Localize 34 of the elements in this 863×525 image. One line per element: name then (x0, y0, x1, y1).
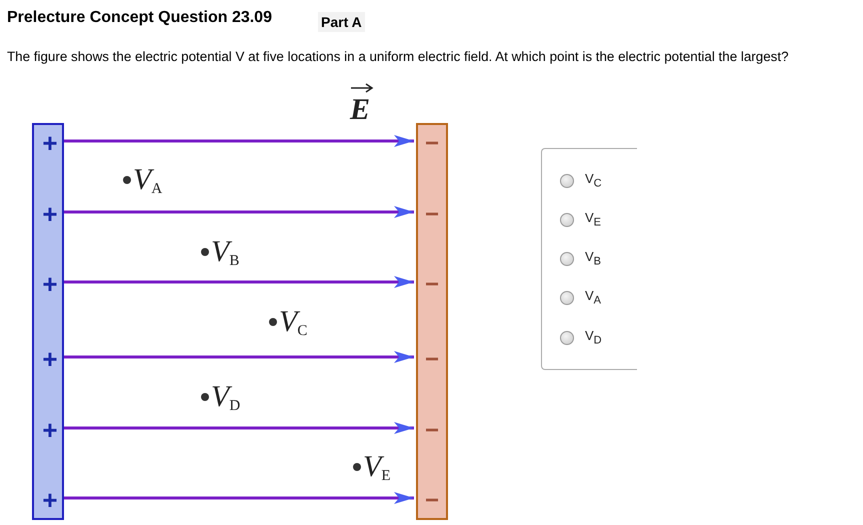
option-label: V$_{C}$ (585, 171, 602, 190)
field-line-arrow (64, 135, 414, 147)
minus-sign: − (424, 486, 440, 516)
plus-sign: + (41, 269, 59, 299)
plus-sign: + (41, 199, 59, 229)
plus-sign: + (41, 344, 59, 374)
question-text: The figure shows the electric potential V at five locations in a uniform electric field. At which point is the electric potential the largest? (7, 49, 789, 64)
field-line-arrow (64, 351, 414, 363)
option-label: V$_{E}$ (585, 210, 602, 229)
minus-sign: − (424, 345, 440, 375)
point-label: V$_{D}$ (211, 382, 240, 414)
point-label: V$_{A}$ (133, 165, 162, 197)
field-line-arrow (64, 422, 414, 434)
minus-sign: − (424, 129, 440, 159)
minus-sign: − (424, 200, 440, 230)
plus-sign: + (41, 415, 59, 445)
page-title: Prelecture Concept Question 23.09 (7, 9, 272, 27)
charged-plate (416, 123, 448, 520)
point-label: V$_{E}$ (363, 452, 390, 484)
field-symbol: E (350, 95, 370, 125)
field-line-arrow (64, 206, 414, 218)
minus-sign: − (424, 416, 440, 446)
plus-sign: + (41, 485, 59, 515)
point-label: V$_{B}$ (211, 237, 240, 269)
plus-sign: + (41, 128, 59, 158)
charged-plate (32, 123, 64, 520)
option-label: V$_{D}$ (585, 328, 602, 347)
point-label: V$_{C}$ (279, 307, 308, 339)
option-label: V$_{B}$ (585, 249, 602, 268)
minus-sign: − (424, 270, 440, 300)
field-line-arrow (64, 276, 414, 288)
tab: Part A (318, 12, 365, 32)
field-line-arrow (64, 492, 414, 504)
option-label: V$_{A}$ (585, 288, 602, 307)
